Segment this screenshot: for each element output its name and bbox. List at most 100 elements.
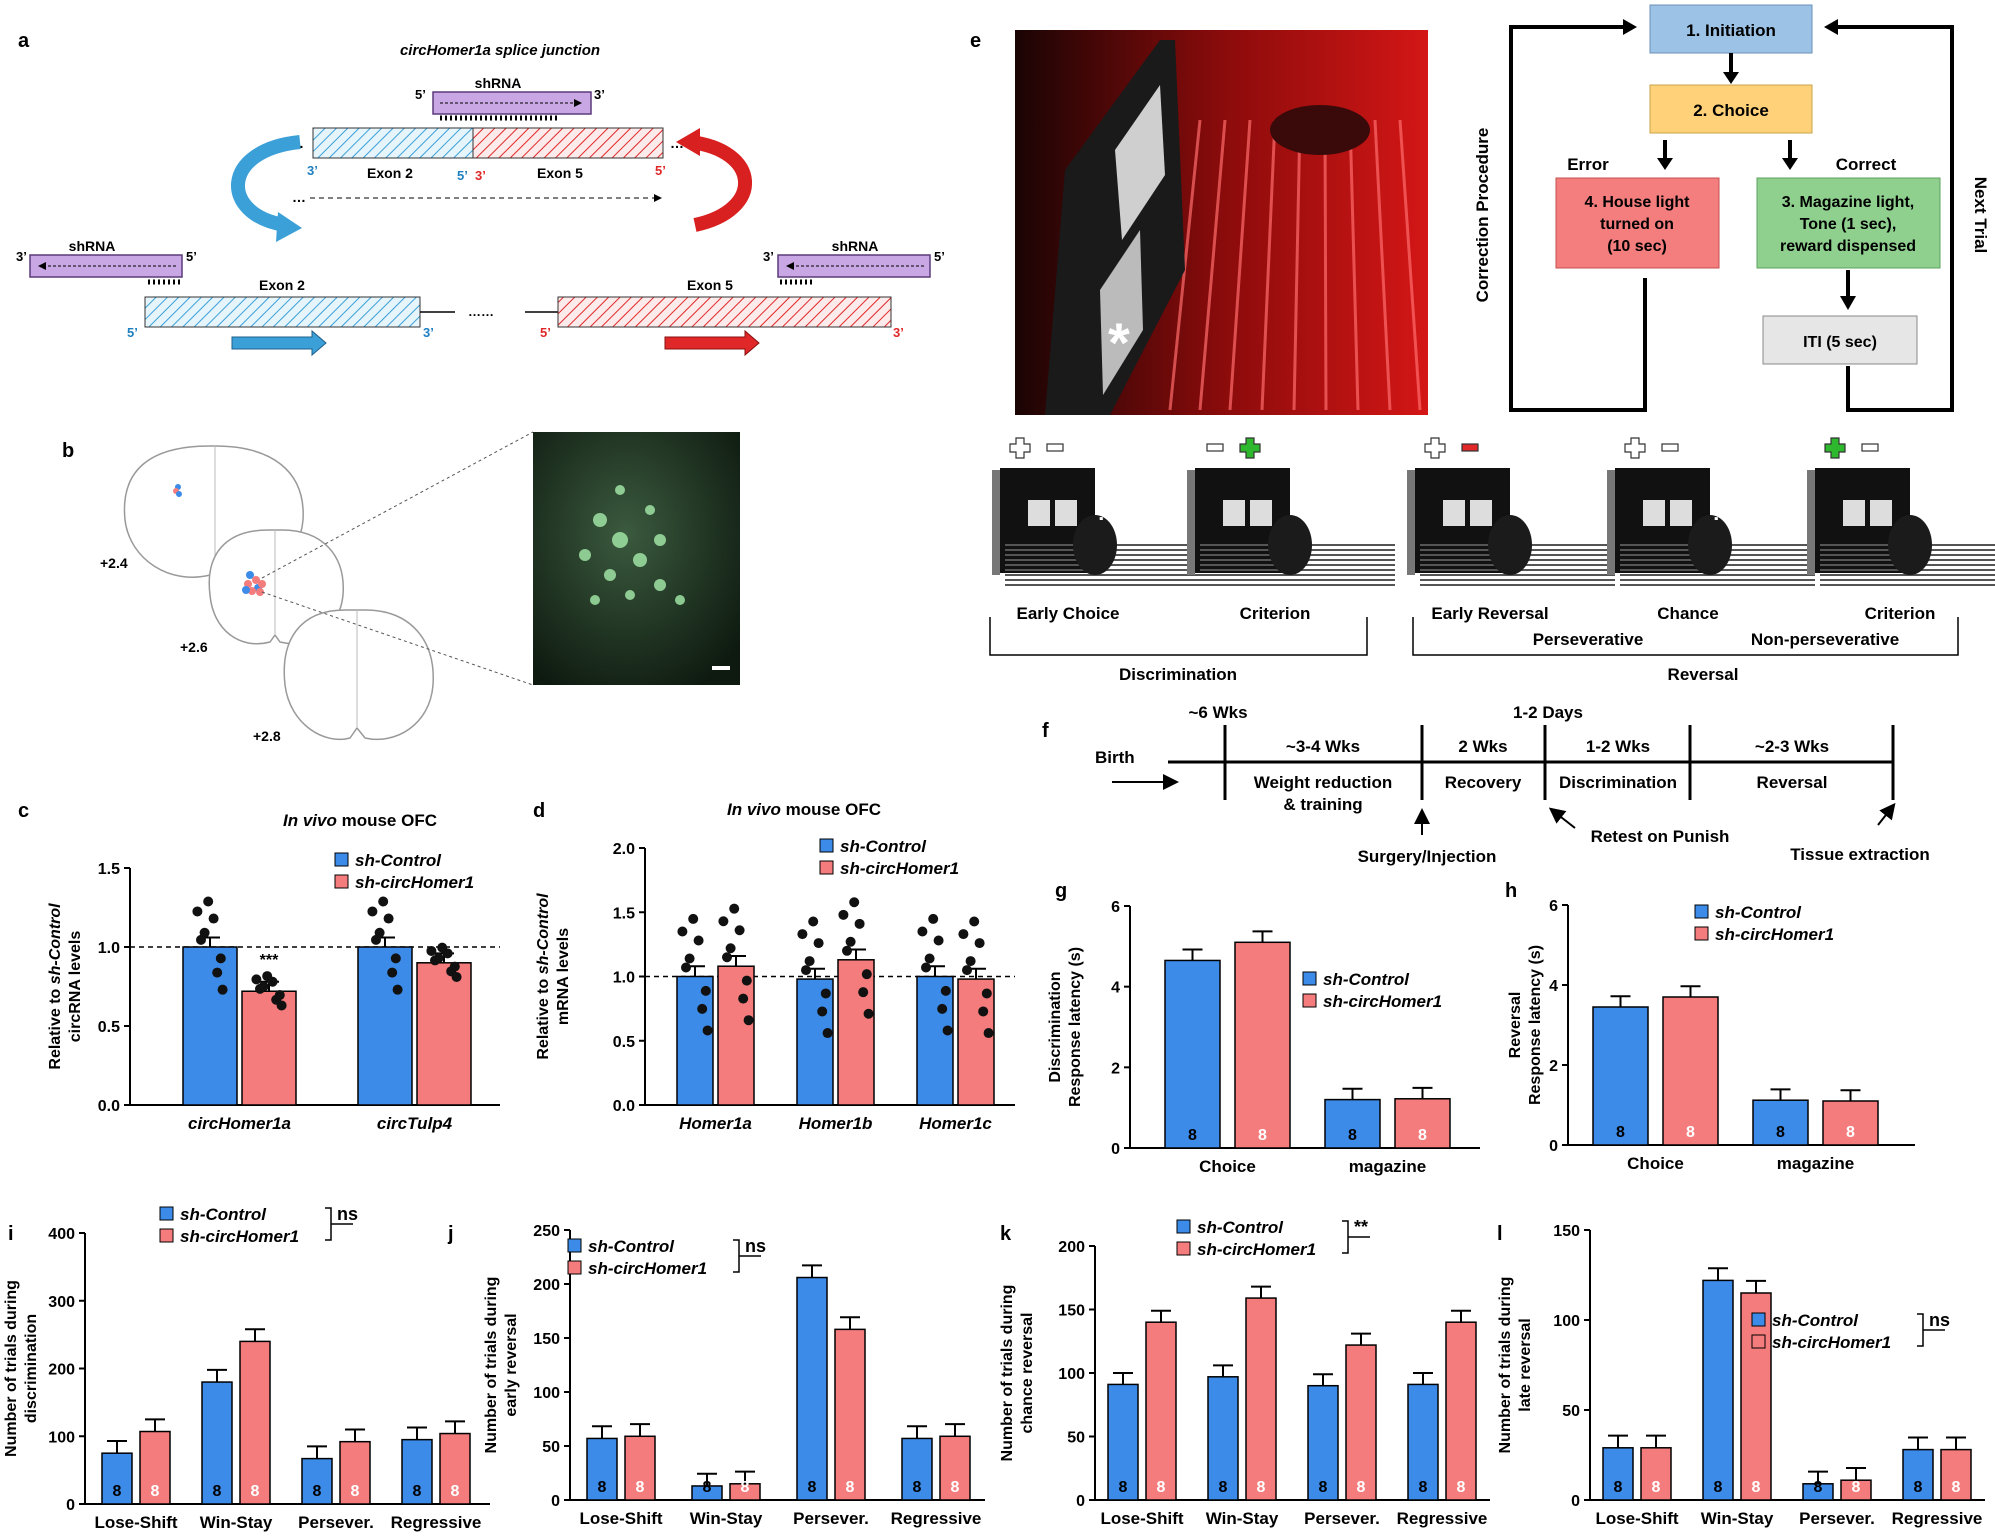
minus-icon: [1206, 443, 1224, 452]
flow-iti: [1762, 315, 1918, 365]
category-label: magazine: [1777, 1154, 1854, 1173]
legend-label: sh-Control: [1715, 903, 1802, 922]
data-point: [937, 1003, 948, 1014]
category-label: Persever.: [298, 1513, 374, 1532]
y-tick-label: 0: [1111, 1141, 1120, 1158]
y-tick-label: 200: [533, 1277, 560, 1294]
data-point: [725, 943, 736, 954]
stage-window-right: [1870, 500, 1892, 526]
panel-a-splice-diagram: circHomer1a splice junction shRNA 5’ 3’ …: [16, 42, 945, 357]
data-point: [928, 913, 939, 924]
stage-illustration-2: [1187, 437, 1395, 586]
y-tick-label: 6: [1111, 899, 1120, 916]
shrna-top-label: shRNA: [475, 75, 522, 91]
data-point: [387, 967, 398, 978]
data-point: [378, 896, 389, 907]
data-point: [940, 985, 951, 996]
y-tick-label: 250: [533, 1223, 560, 1240]
bar-persever.-control: [1307, 1384, 1339, 1501]
bar-regressive-control: [401, 1438, 433, 1505]
bar-choice-control: [1592, 1006, 1649, 1146]
flow-choice: [1649, 84, 1813, 134]
panel-label-h: h: [1505, 880, 1517, 902]
data-point: [958, 929, 969, 940]
data-point: [738, 993, 749, 1004]
y-tick-label: 0.0: [613, 1098, 635, 1115]
timeline-tissue: Tissue extraction: [1790, 845, 1930, 864]
curved-arrow-red: [689, 135, 752, 232]
primer-arrow-blue: [231, 329, 327, 357]
flow-mag-3: reward dispensed: [1780, 238, 1916, 255]
data-point: [702, 1025, 713, 1036]
n-label: 8: [351, 1483, 360, 1500]
stage-criterion-1: Criterion: [1240, 604, 1311, 623]
minus-icon: [1861, 443, 1879, 452]
category-label: magazine: [1349, 1157, 1426, 1176]
next-trial-label: Next Trial: [1971, 177, 1990, 254]
n-label: 8: [251, 1483, 260, 1500]
y-tick-label: 100: [1553, 1313, 1580, 1330]
y-axis-label-line2: Response latency (s): [1527, 945, 1544, 1105]
legend-label: sh-circHomer1: [355, 873, 474, 892]
chart-title: In vivo mouse OFC: [283, 811, 437, 830]
n-label: 8: [1614, 1479, 1623, 1496]
legend-item-circhomer1: sh-circHomer1: [159, 1227, 299, 1246]
bar-homer1b-circhomer1: [837, 959, 875, 1106]
n-label: 8: [1348, 1127, 1357, 1144]
bar-regressive-circhomer1: [939, 1435, 971, 1501]
data-point: [838, 909, 849, 920]
significance-label: ns: [1929, 1310, 1950, 1330]
shrna-top-5: 5’: [415, 87, 426, 102]
y-axis-label: Number of trials during: [483, 1277, 500, 1454]
panel-label-i: i: [8, 1223, 14, 1245]
touch-window-top: [1115, 85, 1165, 240]
bar-lose-shift-control: [101, 1452, 133, 1505]
n-label: 8: [1188, 1127, 1197, 1144]
legend-item-control: sh-Control: [334, 851, 442, 870]
data-point: [251, 974, 262, 985]
data-point: [981, 988, 992, 999]
stage-early-choice: Early Choice: [1017, 604, 1120, 623]
data-point: [804, 956, 815, 967]
n-label: 8: [1652, 1479, 1661, 1496]
n-label: 8: [1846, 1124, 1855, 1141]
legend-item-circhomer1: sh-circHomer1: [334, 873, 474, 892]
junction-3-left: 3’: [307, 163, 318, 178]
category-label: Homer1c: [919, 1114, 992, 1133]
timeline-dur-3: 1-2 Wks: [1586, 737, 1650, 756]
linear-exon5-5: 5’: [540, 325, 551, 340]
timeline-phase-reversal: Reversal: [1757, 773, 1828, 792]
flow-mag-1: 3. Magazine light,: [1782, 194, 1914, 211]
stage-window-left: [1843, 500, 1865, 526]
stage-window-left: [1028, 500, 1050, 526]
timeline-1-2-days: 1-2 Days: [1513, 703, 1583, 722]
y-axis-label: Relative to sh-Control: [47, 903, 64, 1070]
flow-arrowheads: [1623, 19, 1856, 310]
shrna-left-3: 3’: [16, 249, 27, 264]
n-label: 8: [1616, 1124, 1625, 1141]
data-point: [383, 913, 394, 924]
level-2-8: +2.8: [253, 728, 281, 744]
plus-icon: [1009, 437, 1031, 459]
data-point: [449, 961, 460, 972]
y-axis-label: Number of trials during: [999, 1285, 1016, 1462]
category-label: Persever.: [1304, 1509, 1380, 1528]
y-tick-label: 0: [1571, 1493, 1580, 1510]
n-label: 8: [808, 1479, 817, 1496]
bar-circhomer1a-control: [182, 946, 238, 1106]
data-point: [217, 984, 228, 995]
chart-title: In vivo mouse OFC: [727, 800, 881, 819]
panel-label-d: d: [533, 800, 545, 822]
data-point: [983, 1028, 994, 1039]
data-point: [212, 967, 223, 978]
category-label: circHomer1a: [188, 1114, 291, 1133]
n-label: 8: [1319, 1479, 1328, 1496]
flow-mag-2: Tone (1 sec),: [1800, 216, 1897, 233]
panel-b-brain-sections: +2.4 +2.6 +2.8: [100, 431, 740, 744]
n-label: 8: [1457, 1479, 1466, 1496]
panel-label-l: l: [1497, 1223, 1503, 1245]
bar-choice-control: [1164, 959, 1221, 1149]
legend-label: sh-circHomer1: [1715, 925, 1834, 944]
